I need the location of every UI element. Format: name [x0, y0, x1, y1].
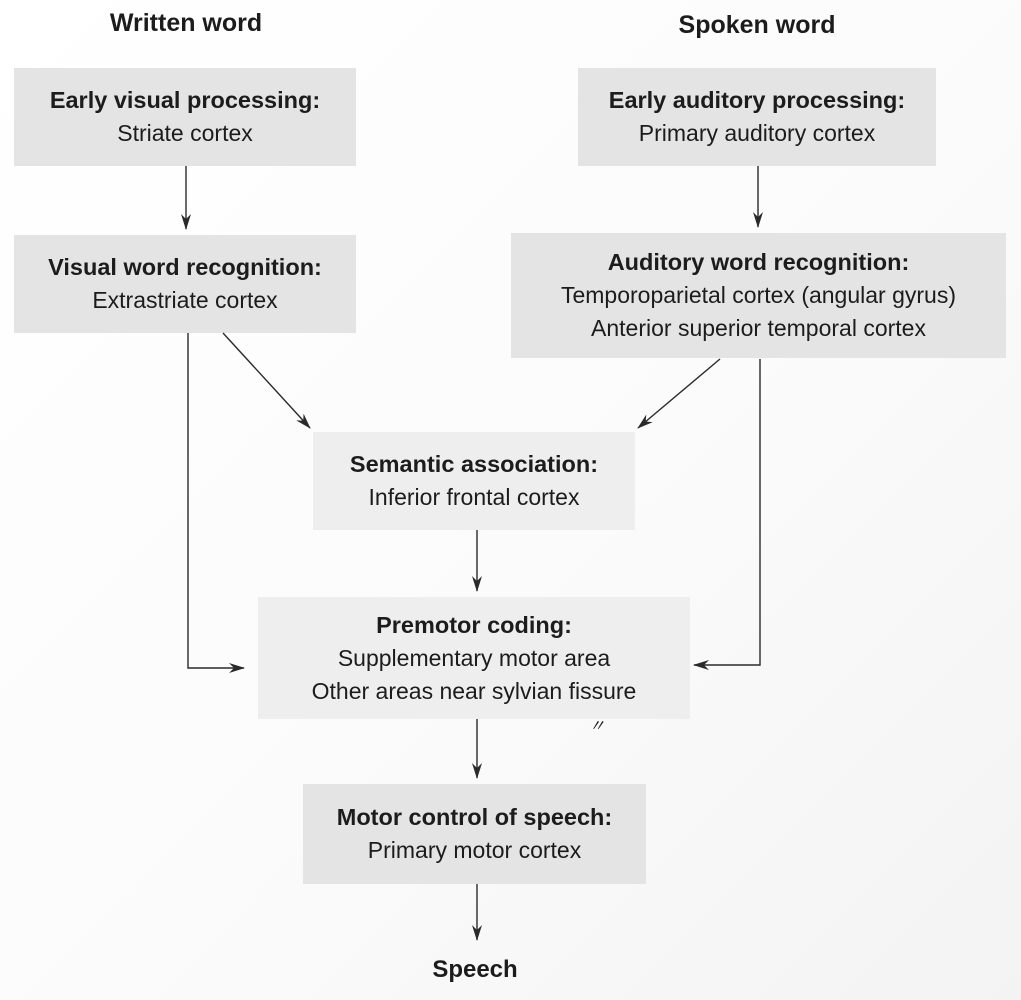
premotor-coding-title: Premotor coding: — [376, 611, 572, 638]
visual-word-recognition-line-1: Extrastriate cortex — [92, 287, 278, 313]
arrow-visual-word-to-semantic — [222, 332, 311, 429]
premotor-coding-line-2: Other areas near sylvian fissure — [311, 677, 637, 704]
motor-control-of-speech-box: Motor control of speech: Primary motor c… — [303, 784, 646, 884]
semantic-association-title: Semantic association: — [349, 451, 599, 477]
written-word-heading: Written word — [109, 9, 263, 37]
early-visual-processing-box: Early visual processing: Striate cortex — [14, 68, 356, 166]
spoken-word-heading: Spoken word — [678, 11, 836, 39]
early-auditory-processing-box: Early auditory processing: Primary audit… — [578, 68, 936, 166]
premotor-coding-line-1: Supplementary motor area — [337, 644, 611, 671]
semantic-association-box: Semantic association: Inferior frontal c… — [313, 432, 635, 530]
visual-word-recognition-title: Visual word recognition: — [48, 254, 322, 280]
semantic-association-line-1: Inferior frontal cortex — [368, 484, 580, 510]
visual-word-recognition-box: Visual word recognition: Extrastriate co… — [14, 235, 356, 333]
early-auditory-processing-title: Early auditory processing: — [608, 87, 906, 113]
speech-output-label: Speech — [432, 956, 518, 983]
auditory-word-recognition-line-2: Anterior superior temporal cortex — [591, 315, 926, 341]
early-visual-processing-title: Early visual processing: — [49, 87, 321, 113]
auditory-word-recognition-line-1: Temporoparietal cortex (angular gyrus) — [560, 282, 956, 308]
motor-control-of-speech-title: Motor control of speech: — [336, 804, 613, 830]
arrow-visual-word-to-premotor — [187, 333, 245, 673]
arrow-auditory-word-to-semantic — [637, 358, 721, 429]
early-visual-processing-line-1: Striate cortex — [117, 120, 253, 146]
arrow-auditory-word-to-premotor — [693, 359, 761, 670]
stray-mark: 〃 — [589, 718, 606, 735]
auditory-word-recognition-title: Auditory word recognition: — [607, 249, 910, 275]
premotor-coding-box: Premotor coding: Supplementary motor are… — [258, 597, 690, 719]
auditory-word-recognition-box: Auditory word recognition: Temporopariet… — [511, 233, 1006, 358]
motor-control-of-speech-line-1: Primary motor cortex — [367, 837, 582, 863]
early-auditory-processing-line-1: Primary auditory cortex — [638, 120, 876, 146]
